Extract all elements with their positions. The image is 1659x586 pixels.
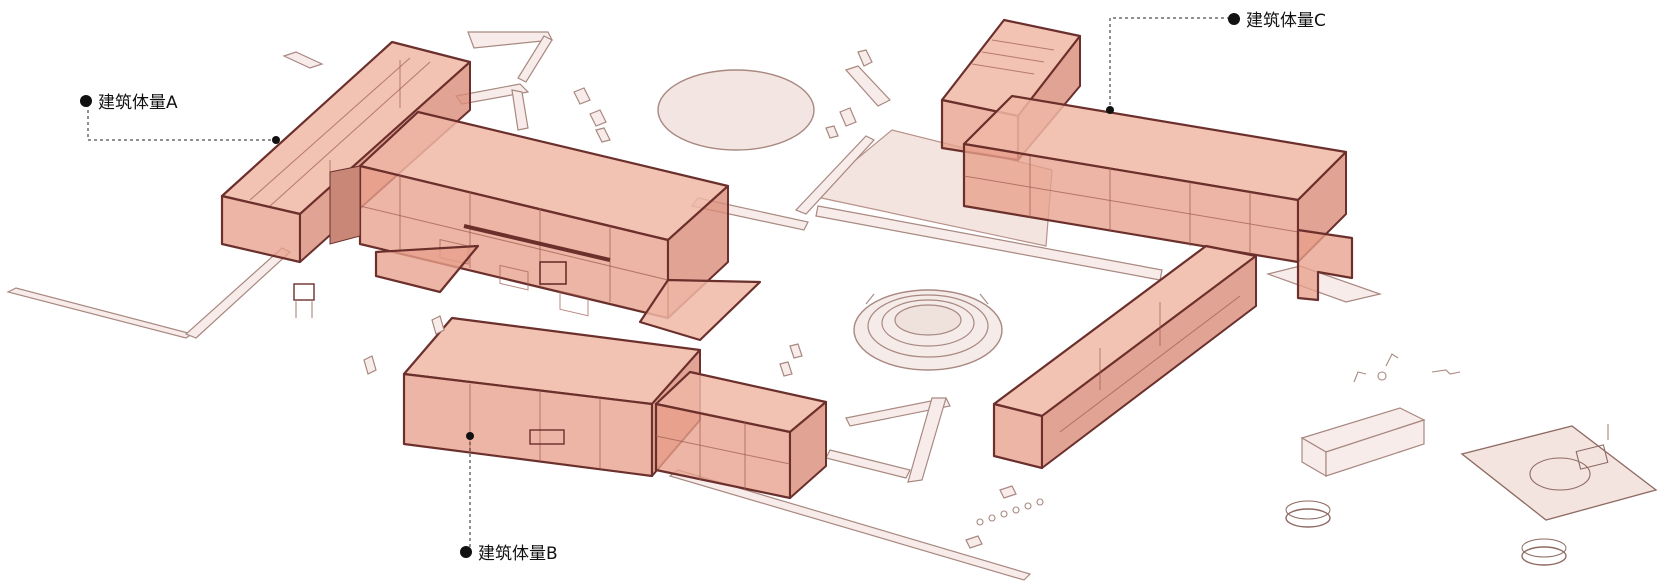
bullet-icon [460, 545, 472, 558]
building-a [220, 40, 762, 342]
bullet-icon [80, 94, 92, 107]
top-left-strip [282, 51, 324, 69]
label-building-c-text: 建筑体量C [1246, 11, 1326, 31]
b-path-low [825, 449, 911, 479]
site-paths [6, 31, 1383, 581]
label-building-a-text: 建筑体量A [98, 93, 178, 113]
left-walkway [6, 287, 194, 339]
bottom-path [668, 469, 1032, 581]
b-path-top [845, 397, 951, 427]
label-building-b-text: 建筑体量B [478, 544, 558, 564]
basketball-court [1460, 425, 1658, 521]
building-c [940, 18, 1354, 470]
label-building-a: 建筑体量A [80, 88, 178, 113]
sports-area [1285, 353, 1658, 566]
z-path-diag [517, 35, 553, 83]
left-walkway-diagonal [184, 247, 292, 339]
z-path-down [511, 89, 529, 131]
leader-b [466, 432, 474, 548]
label-building-c: 建筑体量C [1228, 6, 1326, 31]
oval-lawn [657, 69, 815, 151]
site-furniture [293, 49, 1044, 549]
building-b [402, 316, 828, 500]
right-strip [1265, 265, 1383, 303]
bullet-icon [1228, 12, 1240, 25]
c-ground-strip [794, 135, 875, 215]
leader-c [1106, 17, 1236, 114]
amphitheatre [853, 289, 1003, 371]
label-building-b: 建筑体量B [460, 539, 558, 564]
leader-a [87, 104, 280, 144]
b-path-diag [907, 397, 947, 483]
